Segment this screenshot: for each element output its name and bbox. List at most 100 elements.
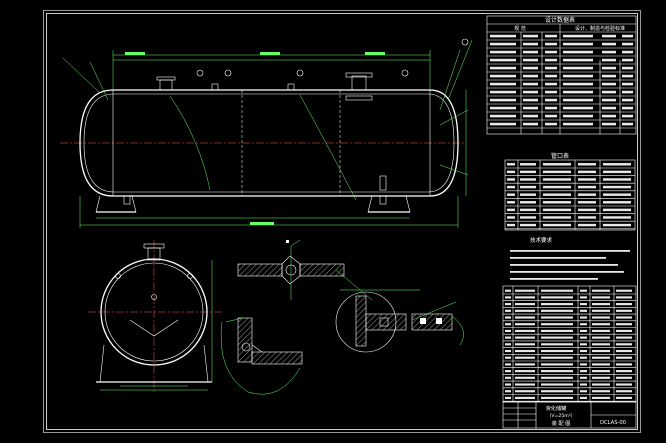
illegible-text-bar — [541, 323, 573, 326]
illegible-text-bar — [515, 396, 535, 399]
illegible-text-bar — [515, 336, 535, 339]
illegible-text-bar — [602, 90, 616, 94]
illegible-text-bar — [505, 316, 511, 319]
illegible-text-bar — [515, 383, 535, 386]
illegible-text-bar — [507, 163, 515, 166]
illegible-text-bar — [507, 178, 515, 181]
illegible-text-bar — [505, 356, 511, 359]
illegible-text-bar — [545, 114, 557, 118]
illegible-text-bar — [520, 201, 536, 204]
illegible-text-bar — [580, 316, 587, 319]
sheet-outer-border — [43, 10, 641, 433]
illegible-text-bar — [490, 74, 516, 78]
illegible-text-bar — [578, 185, 596, 189]
illegible-text-bar — [563, 74, 593, 78]
title-block: 液化储罐 (V=25m³) 装 配 图 DCLAS-00 — [502, 401, 637, 429]
illegible-text-bar — [545, 98, 557, 102]
title-line-1: 液化储罐 — [546, 404, 567, 412]
illegible-text-bar — [616, 370, 632, 373]
parts-list — [502, 285, 637, 403]
illegible-text-bar — [616, 309, 632, 312]
illegible-text-bar — [616, 329, 632, 332]
illegible-text-bar — [603, 201, 631, 204]
illegible-text-bar — [545, 122, 557, 126]
vessel-end-view — [88, 240, 224, 392]
illegible-text-bar — [523, 114, 538, 118]
illegible-text-bar — [515, 316, 535, 319]
illegible-text-bar — [545, 90, 557, 94]
design-data-table: 设计数据表 规 范 设计、制造与检验标准 — [486, 15, 637, 135]
illegible-text-bar — [578, 170, 596, 174]
title-line-2: (V=25m³) — [550, 413, 573, 419]
illegible-text-bar — [592, 363, 610, 366]
illegible-text-bar — [507, 201, 515, 204]
illegible-text-bar — [505, 309, 511, 312]
illegible-text-bar — [543, 223, 571, 227]
illegible-text-bar — [580, 356, 587, 359]
illegible-text-bar — [523, 50, 538, 54]
illegible-text-bar — [580, 349, 587, 353]
illegible-text-bar — [505, 323, 511, 326]
illegible-text-bar — [543, 178, 571, 181]
illegible-text-bar — [616, 343, 632, 346]
illegible-text-bar — [563, 58, 593, 62]
weld-detail-tee — [220, 317, 303, 395]
illegible-text-bar — [515, 356, 535, 359]
illegible-text-bar — [523, 42, 538, 46]
illegible-text-bar — [622, 82, 633, 86]
illegible-text-bar — [543, 216, 571, 219]
illegible-text-bar — [592, 396, 610, 399]
illegible-text-bar — [602, 106, 616, 110]
illegible-text-bar — [520, 178, 536, 181]
illegible-text-bar — [602, 98, 616, 102]
illegible-text-bar — [602, 66, 616, 70]
illegible-text-bar — [545, 34, 557, 38]
illegible-text-bar — [602, 42, 616, 46]
illegible-text-bar — [580, 383, 587, 386]
illegible-text-bar — [523, 122, 538, 126]
illegible-text-bar — [510, 278, 598, 280]
illegible-text-bar — [592, 289, 610, 292]
illegible-text-bar — [603, 208, 631, 212]
illegible-text-bar — [616, 296, 632, 299]
illegible-text-bar — [563, 98, 593, 102]
illegible-text-bar — [507, 185, 515, 189]
drawing-number: DCLAS-00 — [600, 420, 626, 426]
illegible-text-bar — [541, 383, 573, 386]
illegible-text-bar — [510, 257, 606, 259]
illegible-text-bar — [507, 170, 515, 174]
illegible-text-bar — [563, 50, 593, 54]
illegible-text-bar — [616, 363, 632, 366]
illegible-text-bar — [541, 329, 573, 332]
illegible-text-bar — [603, 185, 631, 189]
nozzle-table: 管口表 — [504, 152, 636, 231]
illegible-text-bar — [505, 343, 511, 346]
illegible-text-bar — [580, 343, 587, 346]
illegible-text-bar — [541, 363, 573, 366]
illegible-text-bar — [602, 82, 616, 86]
illegible-text-bar — [490, 106, 516, 110]
illegible-text-bar — [490, 98, 516, 102]
design-col1-header: 规 范 — [514, 25, 526, 32]
illegible-text-bar — [541, 356, 573, 359]
illegible-text-bar — [505, 329, 511, 332]
illegible-text-bar — [616, 356, 632, 359]
illegible-text-bar — [545, 42, 557, 46]
illegible-text-bar — [507, 208, 515, 212]
illegible-text-bar — [580, 323, 587, 326]
illegible-text-bar — [507, 216, 515, 219]
illegible-text-bar — [541, 316, 573, 319]
illegible-text-bar — [543, 208, 571, 212]
illegible-text-bar — [505, 376, 511, 379]
illegible-text-bar — [616, 390, 632, 393]
illegible-text-bar — [580, 329, 587, 332]
illegible-text-bar — [578, 216, 596, 219]
illegible-text-bar — [490, 114, 516, 118]
vessel-elevation-view — [60, 38, 473, 228]
illegible-text-bar — [603, 178, 631, 181]
illegible-text-bar — [622, 90, 633, 94]
illegible-text-bar — [505, 396, 511, 399]
illegible-text-bar — [563, 66, 593, 70]
illegible-text-bar — [622, 106, 633, 110]
